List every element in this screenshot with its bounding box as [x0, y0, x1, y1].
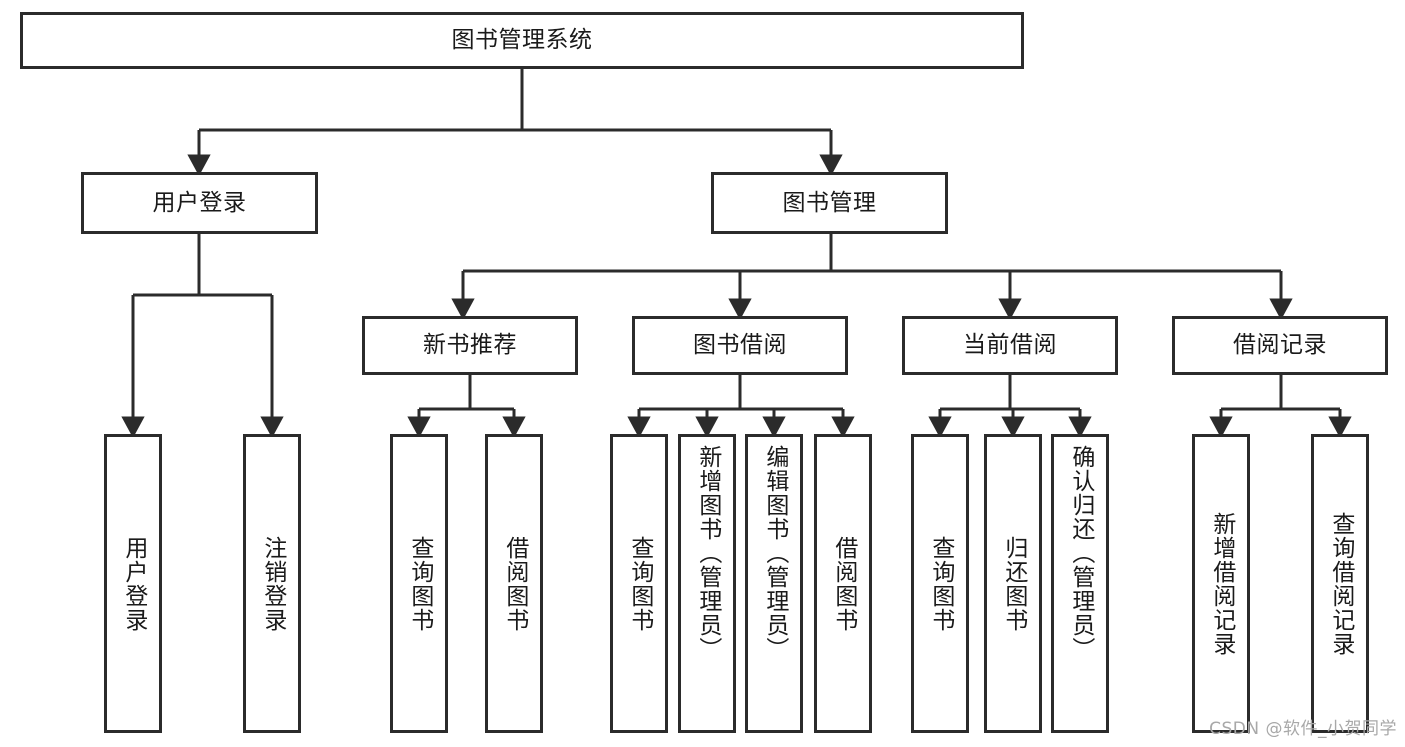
node-leaf-borrow-book-1-label: 借阅图书 [501, 535, 528, 632]
node-current-borrow-label: 当前借阅 [963, 332, 1057, 359]
node-leaf-confirm-return[interactable]: 确认归还（管理员） [1051, 434, 1109, 733]
node-leaf-query-record-label: 查询借阅记录 [1327, 511, 1354, 656]
node-leaf-user-login-label: 用户登录 [120, 535, 147, 632]
node-leaf-borrow-book-1[interactable]: 借阅图书 [485, 434, 543, 733]
node-leaf-query-record[interactable]: 查询借阅记录 [1311, 434, 1369, 733]
node-user-login[interactable]: 用户登录 [81, 172, 318, 234]
node-leaf-add-record-label: 新增借阅记录 [1208, 511, 1235, 656]
node-user-login-label: 用户登录 [152, 189, 247, 216]
node-leaf-confirm-return-label: 确认归还（管理员） [1067, 445, 1094, 661]
node-leaf-return-book[interactable]: 归还图书 [984, 434, 1042, 733]
node-leaf-edit-book[interactable]: 编辑图书（管理员） [745, 434, 803, 733]
node-leaf-borrow-book-2[interactable]: 借阅图书 [814, 434, 872, 733]
node-book-borrow-label: 图书借阅 [693, 332, 787, 359]
node-leaf-query-book-2[interactable]: 查询图书 [610, 434, 668, 733]
node-root[interactable]: 图书管理系统 [20, 12, 1024, 69]
node-leaf-logout-label: 注销登录 [259, 535, 286, 632]
node-leaf-return-book-label: 归还图书 [1000, 535, 1027, 632]
node-root-label: 图书管理系统 [451, 27, 593, 54]
node-new-book-recommend[interactable]: 新书推荐 [362, 316, 578, 375]
node-leaf-query-book-2-label: 查询图书 [626, 535, 653, 632]
node-leaf-edit-book-label: 编辑图书（管理员） [761, 445, 788, 661]
node-leaf-logout[interactable]: 注销登录 [243, 434, 301, 733]
node-borrow-record[interactable]: 借阅记录 [1172, 316, 1388, 375]
node-borrow-record-label: 借阅记录 [1233, 332, 1327, 359]
node-leaf-query-book-1-label: 查询图书 [406, 535, 433, 632]
watermark-text: CSDN @软件_小贺同学 [1209, 719, 1397, 739]
node-leaf-query-book-1[interactable]: 查询图书 [390, 434, 448, 733]
node-leaf-add-book-label: 新增图书（管理员） [694, 445, 721, 661]
node-leaf-query-book-3[interactable]: 查询图书 [911, 434, 969, 733]
node-leaf-add-book[interactable]: 新增图书（管理员） [678, 434, 736, 733]
node-leaf-user-login[interactable]: 用户登录 [104, 434, 162, 733]
node-new-book-recommend-label: 新书推荐 [423, 332, 517, 359]
node-book-borrow[interactable]: 图书借阅 [632, 316, 848, 375]
node-book-management[interactable]: 图书管理 [711, 172, 948, 234]
node-current-borrow[interactable]: 当前借阅 [902, 316, 1118, 375]
node-leaf-add-record[interactable]: 新增借阅记录 [1192, 434, 1250, 733]
node-leaf-query-book-3-label: 查询图书 [927, 535, 954, 632]
node-book-management-label: 图书管理 [782, 189, 877, 216]
node-leaf-borrow-book-2-label: 借阅图书 [830, 535, 857, 632]
